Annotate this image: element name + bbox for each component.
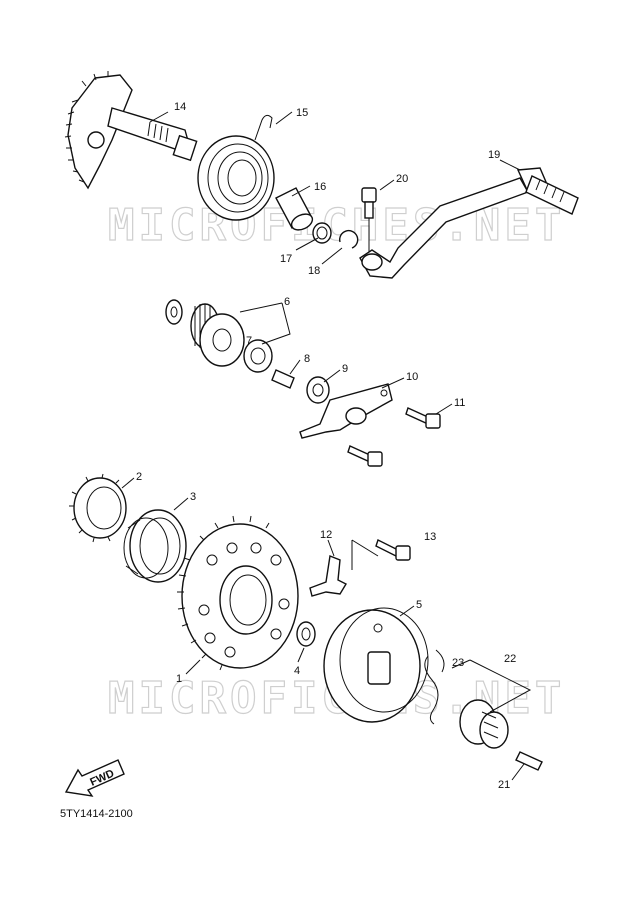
- callout-22: 22: [504, 653, 516, 665]
- pin-part-21: [515, 751, 543, 771]
- collar-part: [275, 187, 314, 231]
- callout-11: 11: [454, 397, 465, 409]
- starter-wheel-gear-part: [177, 515, 299, 671]
- circlip-part: [338, 229, 359, 249]
- bolt-part-13: [375, 539, 411, 561]
- watermark-top: MICROFICHES.NET: [108, 200, 565, 251]
- callout-9: 9: [342, 363, 348, 375]
- washer-part-4: [296, 621, 316, 647]
- kick-idle-gear-part: [165, 299, 273, 373]
- bolt-part-11: [347, 407, 441, 467]
- callout-5: 5: [416, 599, 422, 611]
- callout-19: 19: [488, 149, 500, 161]
- callout-23: 23: [452, 657, 464, 669]
- starter-ring-part: [69, 473, 127, 543]
- callout-10: 10: [406, 371, 418, 383]
- forward-arrow-icon: FWD: [64, 759, 125, 797]
- callout-8: 8: [304, 353, 310, 365]
- pinion-gear-part: [459, 699, 509, 749]
- kick-shaft-part: [64, 71, 198, 190]
- callout-18: 18: [308, 265, 320, 277]
- stopper-clip-part: [309, 555, 347, 597]
- callout-7: 7: [246, 335, 252, 347]
- callout-2: 2: [136, 471, 142, 483]
- callout-13: 13: [424, 531, 436, 543]
- bracket-plate-part: [299, 383, 393, 439]
- callout-21: 21: [498, 779, 510, 791]
- callout-6: 6: [284, 296, 290, 308]
- callout-12: 12: [320, 529, 332, 541]
- ratchet-plate-part: [323, 607, 429, 723]
- callout-4: 4: [294, 665, 300, 677]
- callout-numbers: 14 15 16 17 18 20 19 6 7 8 9 10 11 2 3 1…: [136, 101, 516, 791]
- callout-17: 17: [280, 253, 292, 265]
- callout-3: 3: [190, 491, 196, 503]
- kick-crank-part: [359, 167, 579, 279]
- pin-part-8: [271, 369, 295, 389]
- diagram-code: 5TY1414-2100: [60, 808, 133, 820]
- washer-part-17: [312, 222, 332, 244]
- callout-1: 1: [176, 673, 182, 685]
- torsion-spring-part: [197, 114, 275, 221]
- washer-part-9: [306, 376, 330, 404]
- bearing-ring-part: [123, 509, 187, 583]
- leader-lines: [121, 111, 532, 781]
- callout-20: 20: [396, 173, 408, 185]
- spring-clip-part: [424, 649, 445, 725]
- callout-15: 15: [296, 107, 308, 119]
- callout-14: 14: [174, 101, 186, 113]
- callout-16: 16: [314, 181, 326, 193]
